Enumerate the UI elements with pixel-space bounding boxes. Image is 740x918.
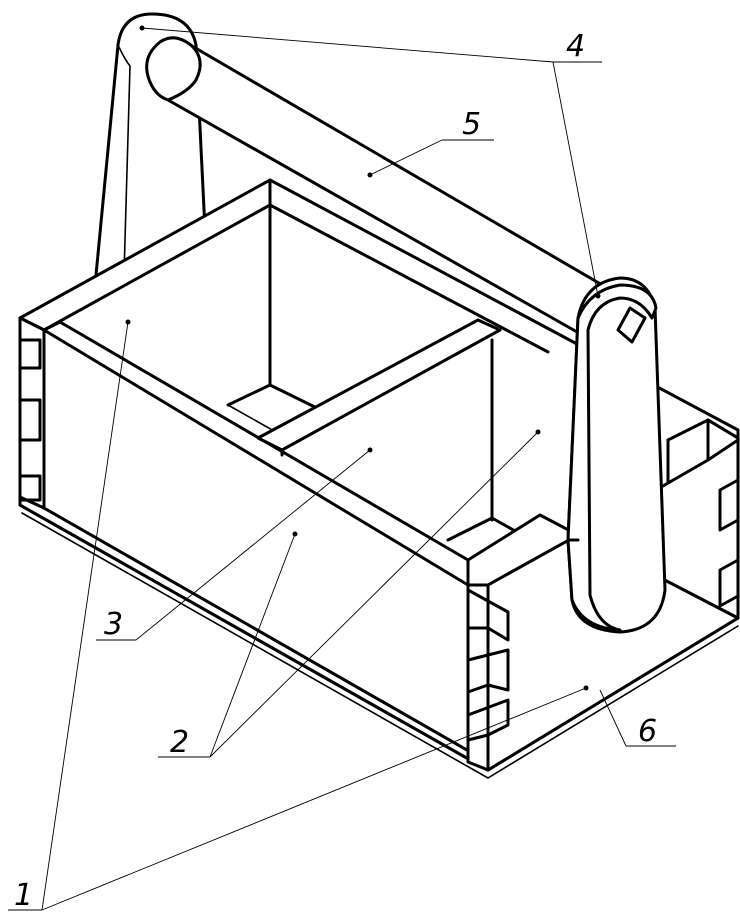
callout-label-1: 1 <box>14 878 33 913</box>
callout-label-2: 2 <box>170 725 189 760</box>
finger-joints-left <box>18 338 42 502</box>
finger-joints-right <box>718 478 740 608</box>
partition-board <box>256 318 502 457</box>
leader-dots <box>125 25 601 691</box>
callout-labels: 4 5 3 2 6 1 <box>14 29 657 913</box>
callout-label-3: 3 <box>104 607 123 642</box>
callout-label-5: 5 <box>462 107 481 142</box>
handle-post-front <box>566 276 667 634</box>
finger-joints-front-right <box>466 588 510 742</box>
callout-label-4: 4 <box>566 29 585 64</box>
leader-lines <box>8 27 676 911</box>
handle-bar <box>145 36 630 347</box>
callout-label-6: 6 <box>638 714 657 749</box>
